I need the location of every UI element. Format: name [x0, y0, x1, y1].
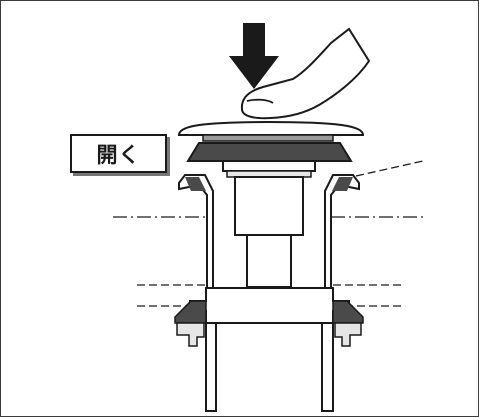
- plug-stem: [226, 170, 312, 302]
- state-label-text: 開く: [96, 142, 141, 167]
- left-basin-flange: [178, 174, 214, 302]
- plug-cap: [177, 120, 365, 142]
- down-arrow-icon: [229, 23, 279, 89]
- state-label-open: 開く: [70, 134, 167, 173]
- drain-body: [174, 287, 364, 412]
- right-basin-flange: [324, 174, 360, 302]
- finger-icon: [240, 27, 371, 120]
- guide-lines: [113, 160, 425, 307]
- seal-gasket: [186, 142, 353, 172]
